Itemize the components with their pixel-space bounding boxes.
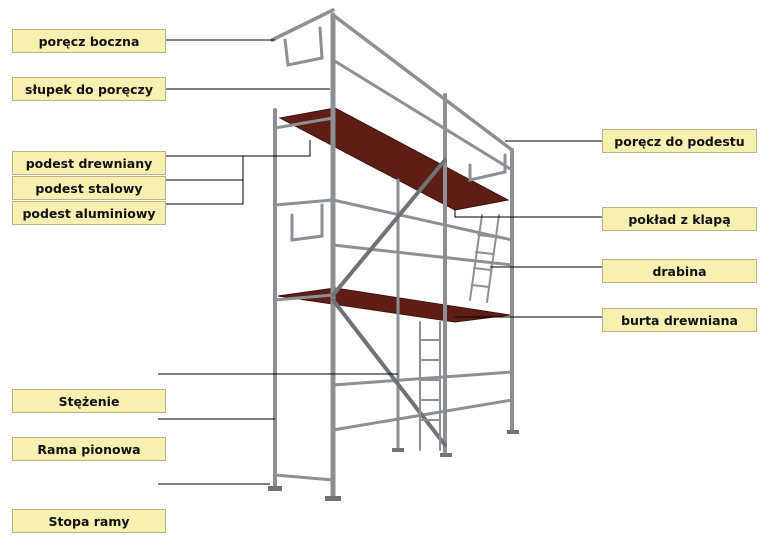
leader-lines: [158, 39, 602, 485]
label-wooden-toeboard: burta drewniana: [602, 308, 757, 332]
upper-ladder: [469, 214, 500, 303]
label-vertical-frame: Rama pionowa: [12, 437, 166, 461]
label-ladder: drabina: [602, 259, 757, 283]
label-side-guardrail: poręcz boczna: [12, 29, 166, 53]
label-platform-guardrail: poręcz do podestu: [602, 129, 757, 153]
leader-podest-aluminiowy: [166, 156, 244, 205]
label-guardrail-post: słupek do poręczy: [12, 77, 166, 101]
label-wooden-platform: podest drewniany: [12, 151, 166, 175]
lower-ladder: [419, 321, 441, 451]
label-hatch-deck: pokład z klapą: [602, 207, 757, 231]
scaffold-illustration: [268, 8, 519, 501]
leader-podest-drewniany: [166, 140, 311, 157]
label-frame-base: Stopa ramy: [12, 509, 166, 533]
label-steel-platform: podest stalowy: [12, 176, 166, 200]
label-aluminium-platform: podest aluminiowy: [12, 201, 166, 225]
leader-poklad: [454, 210, 602, 218]
label-bracing: Stężenie: [12, 389, 166, 413]
